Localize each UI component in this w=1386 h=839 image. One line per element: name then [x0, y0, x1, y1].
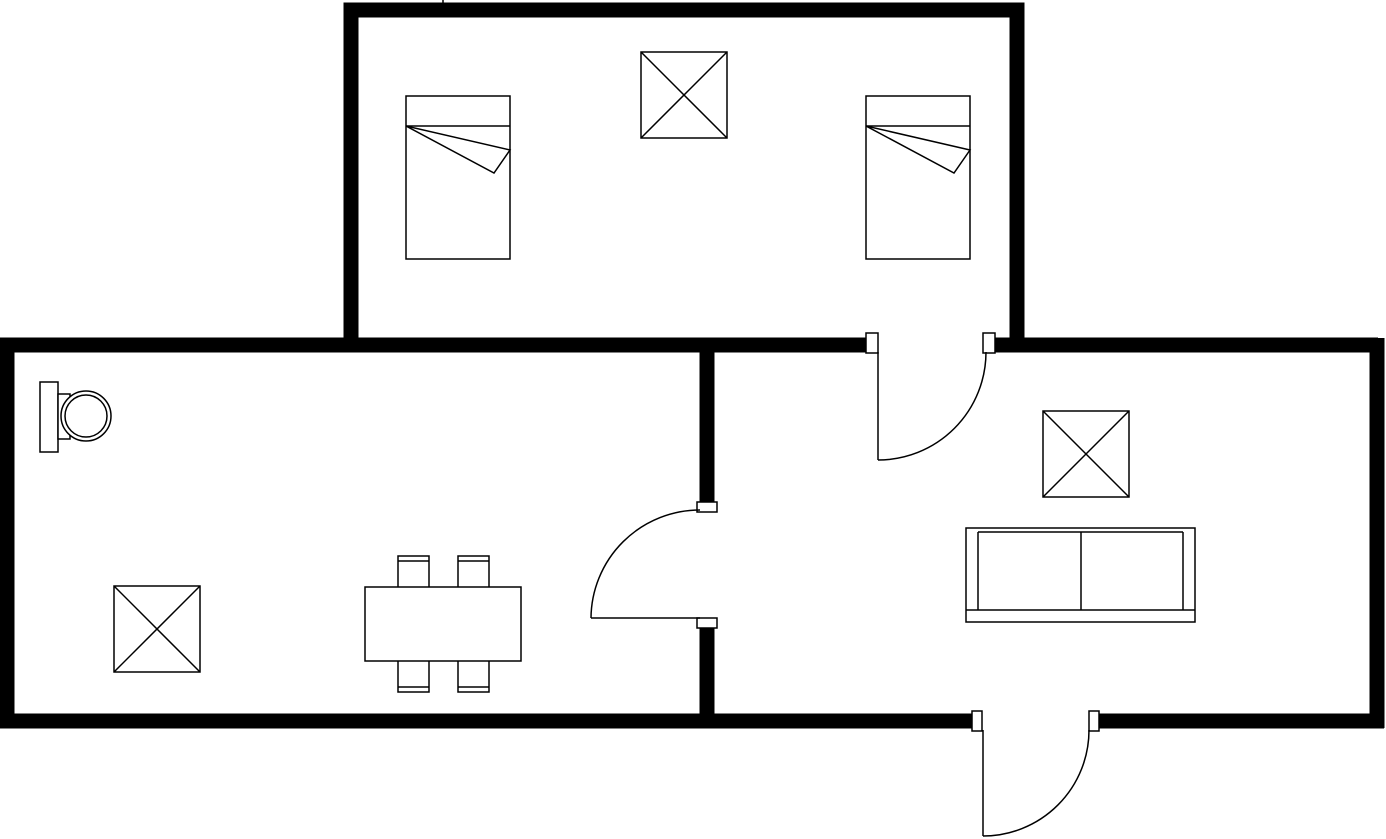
entrance-door[interactable]	[971, 710, 1100, 837]
chair-icon	[457, 555, 490, 589]
door-jamb	[982, 332, 996, 354]
bed-icon	[865, 95, 972, 260]
door-jamb	[696, 617, 718, 629]
door-jamb	[696, 501, 718, 513]
door-jamb	[1088, 710, 1100, 732]
bed-icon	[405, 95, 512, 260]
toilet-icon	[39, 381, 112, 453]
sofa-icon	[965, 527, 1196, 623]
door-swing-icon	[590, 509, 701, 619]
bedroom-door[interactable]	[865, 332, 996, 461]
bedroom-wall-outline	[343, 2, 1025, 345]
kitchen-door[interactable]	[590, 501, 718, 629]
light-fixture-icon	[640, 51, 728, 139]
table-icon	[364, 586, 522, 662]
door-swing-icon	[982, 729, 1090, 837]
light-fixture-icon	[1042, 410, 1130, 498]
chair-icon	[397, 659, 430, 693]
chair-icon	[397, 555, 430, 589]
light-fixture-icon	[113, 585, 201, 673]
walls	[0, 2, 1385, 729]
door-jamb	[971, 710, 983, 732]
kitchen-wall-outline	[0, 345, 707, 729]
door-jamb	[865, 332, 879, 354]
dining-set	[364, 555, 522, 693]
chair-icon	[457, 659, 490, 693]
door-swing-icon	[877, 351, 987, 461]
